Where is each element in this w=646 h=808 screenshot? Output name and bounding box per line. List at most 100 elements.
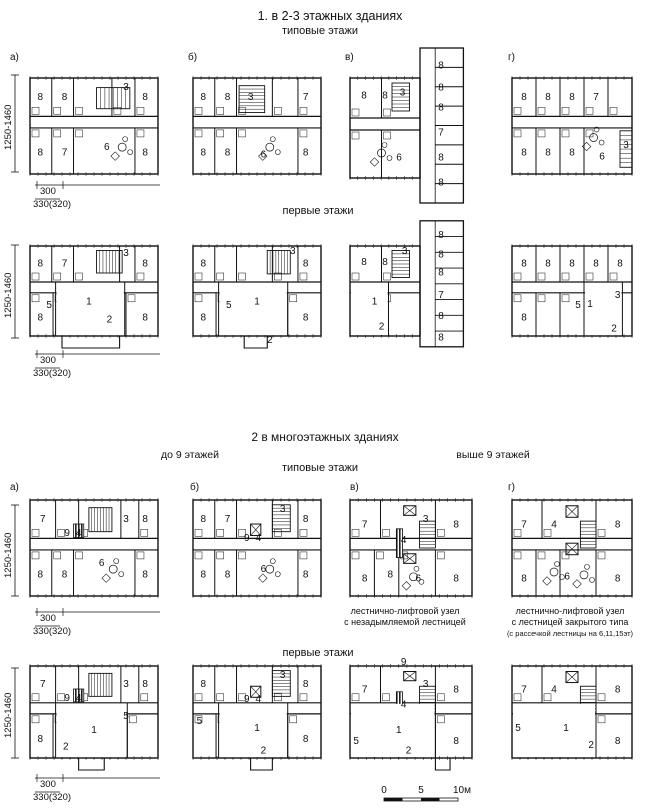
room-number: 4 [401,535,407,546]
room-number: 6 [261,564,267,575]
scale-mid: 5 [418,785,424,796]
room-number: 1 [396,725,402,736]
room-number: 8 [545,92,551,103]
room-number: 8 [142,570,148,581]
room-number: 1 [91,725,97,736]
room-number: 8 [615,520,621,531]
room-number: 8 [37,313,43,324]
dim-height-label: 1250-1460 [3,105,14,150]
room-number: 8 [615,685,621,696]
room-number: 8 [521,573,527,584]
room-number: 8 [438,250,444,261]
variant-v-label: в) [345,52,354,63]
variant-g-label: г) [508,52,515,63]
room-number: 2 [588,740,594,751]
room-number: 2 [63,742,69,753]
room-number: 8 [569,148,575,159]
dimension-s2-typical: 1250-1460 300 330(320) [3,504,160,637]
room-number: 8 [142,148,148,159]
room-number: 7 [40,514,46,525]
room-number: 5 [515,723,521,734]
room-number: 8 [142,679,148,690]
dim-height-label: 1250-1460 [3,693,14,738]
room-number: 8 [37,734,43,745]
room-number: 4 [255,533,261,544]
room-number: 6 [396,153,402,164]
room-number: 8 [453,736,459,747]
room-number: 8 [37,92,43,103]
room-number: 5 [197,716,203,727]
room-number: 5 [123,711,129,722]
room-number: 1 [86,296,92,307]
room-number: 8 [387,570,393,581]
dimension-s2-first: 1250-1460 300 330(320) [3,667,160,803]
scale-end: 10м [453,785,471,796]
room-number: 9 [64,528,70,539]
room-number: 8 [453,573,459,584]
room-number: 4 [551,685,557,696]
room-number: 7 [303,92,309,103]
room-number: 8 [362,573,368,584]
room-number: 5 [46,300,52,311]
room-number: 2 [107,314,113,325]
room-number: 8 [569,92,575,103]
room-number: 4 [401,699,407,710]
room-number: 1 [254,723,260,734]
room-number: 8 [521,313,527,324]
room-number: 8 [225,570,231,581]
room-number: 8 [521,259,527,270]
room-number: 8 [438,61,444,72]
room-number: 3 [123,514,129,525]
variant-b-label: б) [188,51,197,63]
room-number: 8 [438,230,444,241]
room-number: 7 [521,520,527,531]
room-number: 8 [361,257,367,268]
room-number: 8 [62,570,68,581]
room-number: 7 [40,679,46,690]
dim-height-label: 1250-1460 [3,273,14,318]
section2-sub-left: до 9 этажей [161,449,219,461]
room-number: 7 [225,514,231,525]
room-number: 8 [615,573,621,584]
room-number: 8 [37,148,43,159]
room-number: 4 [551,520,557,531]
room-number: 8 [303,734,309,745]
note-g-line3: (с рассечкой лестницы на 6,11,15эт) [507,629,634,638]
room-number: 8 [303,148,309,159]
room-number: 8 [382,91,388,102]
room-number: 7 [521,685,527,696]
dimension-s1-first: 1250-1460 300 330(320) [3,244,160,379]
room-number: 9 [64,693,70,704]
dim-module-label: 300 [40,355,56,366]
note-g-line1: лестнично-лифтовой узел [516,606,625,616]
room-number: 3 [280,670,286,681]
room-number: 8 [438,311,444,322]
room-number: 8 [303,679,309,690]
dimension-s1-typical: 1250-1460 300 330(320) [3,74,160,210]
room-number: 6 [261,149,267,160]
variant-g-label: г) [508,482,515,493]
room-number: 8 [438,83,444,94]
dim-module-label: 300 [40,779,56,790]
room-number: 6 [416,573,422,584]
room-number: 7 [62,148,68,159]
variant-v-label: в) [350,482,359,493]
room-number: 7 [438,128,444,139]
room-number: 7 [62,259,68,270]
room-number: 8 [382,257,388,268]
room-number: 3 [623,140,629,151]
room-number: 5 [353,736,359,747]
variant-a-label: а) [10,482,19,493]
room-number: 3 [423,514,429,525]
room-number: 3 [123,248,129,259]
note-v-line2: с незадымляемой лестницей [344,617,466,627]
